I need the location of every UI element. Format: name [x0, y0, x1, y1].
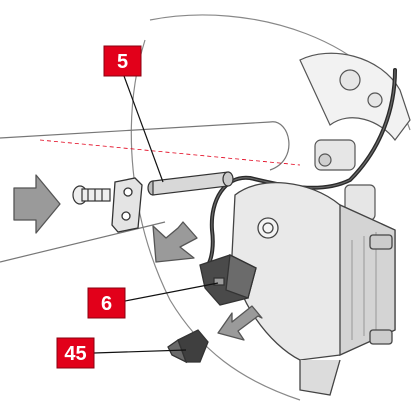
- arrow-left-icon: [217, 305, 263, 341]
- direction-arrows: [13, 174, 263, 341]
- arrow-right-icon: [13, 174, 61, 234]
- mounting-bracket: [111, 177, 143, 233]
- spacer-standoff: [147, 171, 234, 196]
- callout-5-label: 5: [117, 51, 128, 73]
- caliper-outline: [299, 52, 411, 221]
- leader-5: [123, 75, 164, 183]
- leader-6: [119, 282, 219, 303]
- cable-clip-icon: [167, 329, 209, 364]
- bolt: [72, 185, 111, 205]
- callout-6: 6: [87, 287, 126, 319]
- callout-45: 45: [56, 337, 95, 369]
- leader-lines: [93, 75, 219, 354]
- sensor-cable-highlight: [207, 69, 396, 266]
- callout-5: 5: [103, 45, 142, 77]
- cable-connector-icon: [199, 254, 257, 306]
- callout-6-label: 6: [101, 293, 112, 315]
- leader-45: [93, 349, 187, 354]
- callout-45-label: 45: [64, 343, 86, 365]
- arrow-down-left-icon: [152, 221, 198, 263]
- motor-unit: [231, 182, 396, 396]
